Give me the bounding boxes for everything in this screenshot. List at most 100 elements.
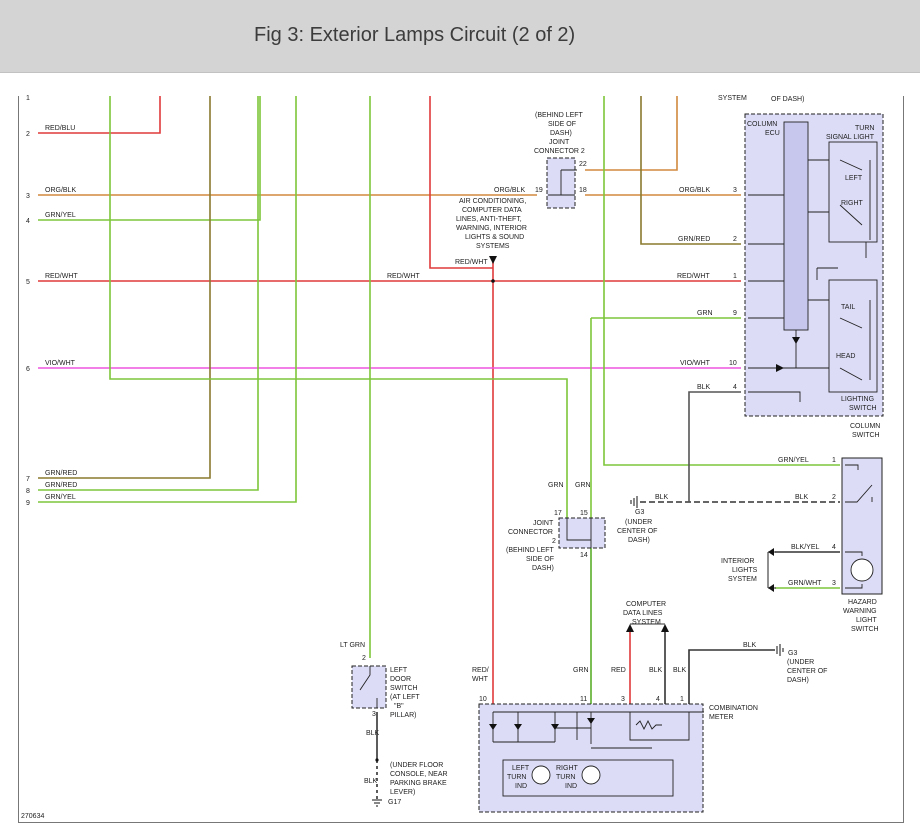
wire-org-top bbox=[585, 96, 678, 171]
lighting-2: SWITCH bbox=[849, 405, 877, 412]
hazard-name-4: SWITCH bbox=[851, 626, 879, 633]
wire-grn-110 bbox=[109, 96, 568, 518]
col-ecu-2: ECU bbox=[765, 130, 780, 137]
col-pin-3: 3 bbox=[733, 187, 737, 194]
turn-signal-1: TURN bbox=[855, 125, 874, 132]
left-pin-8: 8 bbox=[26, 488, 30, 495]
wire-blk-col4 bbox=[688, 391, 741, 502]
label-grn-yel-hz: GRN/YEL bbox=[778, 457, 809, 464]
g3b-loc-2: CENTER OF bbox=[787, 668, 827, 675]
g3a-loc-2: CENTER OF bbox=[617, 528, 657, 535]
door-name-1: LEFT bbox=[390, 667, 408, 674]
jc-pin-2: 2 bbox=[552, 538, 556, 545]
label-org-blk-1: ORG/BLK bbox=[45, 187, 76, 194]
label-grn-jc15: GRN bbox=[575, 482, 591, 489]
left-pin-5: 5 bbox=[26, 279, 30, 286]
label-grn-wht: GRN/WHT bbox=[788, 580, 822, 587]
hz-pin-4: 4 bbox=[832, 544, 836, 551]
data-arrow-icon bbox=[626, 624, 669, 632]
jc-name-1: JOINT bbox=[533, 520, 554, 527]
label-blk-meter4: BLK bbox=[649, 667, 663, 674]
door-name-5: "B" bbox=[394, 703, 404, 710]
label-red-blu: RED/BLU bbox=[45, 125, 75, 132]
door-name-2: DOOR bbox=[390, 676, 411, 683]
jc2-name-1: JOINT bbox=[549, 139, 570, 146]
jc2-loc-3: DASH) bbox=[550, 130, 572, 137]
col-switch-name-1: COLUMN bbox=[850, 423, 880, 430]
turn-signal-2: SIGNAL LIGHT bbox=[826, 134, 875, 141]
label-grn-yel-9: GRN/YEL bbox=[45, 494, 76, 501]
label-red-wht-1: RED/WHT bbox=[45, 273, 78, 280]
ground-g3-lower: G3 (UNDER CENTER OF DASH) bbox=[776, 644, 827, 684]
figure-title: Fig 3: Exterior Lamps Circuit (2 of 2) bbox=[254, 24, 576, 46]
wire-grn-red-7 bbox=[38, 96, 211, 479]
label-org-blk-3: ORG/BLK bbox=[679, 187, 710, 194]
hz-pin-2: 2 bbox=[832, 494, 836, 501]
label-grn-meter: GRN bbox=[573, 667, 589, 674]
left-pin-1: 1 bbox=[26, 95, 30, 102]
meter-pin-11: 11 bbox=[580, 696, 587, 703]
jc2-loc-1: (BEHIND LEFT bbox=[535, 112, 584, 119]
wire-blk-meter1 bbox=[688, 649, 775, 712]
label-org-blk-2: ORG/BLK bbox=[494, 187, 525, 194]
data-2: DATA LINES bbox=[623, 610, 663, 617]
joint-connector-2: (BEHIND LEFT SIDE OF DASH) JOINT CONNECT… bbox=[534, 112, 587, 209]
jc-pin-17: 17 bbox=[554, 510, 562, 517]
data-1: COMPUTER bbox=[626, 601, 666, 608]
joint-connector-box bbox=[558, 517, 606, 549]
diode-icon bbox=[776, 364, 784, 372]
wire-red-blu bbox=[38, 96, 161, 134]
ground-icon-2 bbox=[776, 644, 784, 656]
meter-name-2: METER bbox=[709, 714, 734, 721]
left-pin-7: 7 bbox=[26, 476, 30, 483]
label-red-wht-2: RED/WHT bbox=[387, 273, 420, 280]
left-ind-2: TURN bbox=[507, 774, 526, 781]
g17-loc-4: LEVER) bbox=[390, 789, 415, 796]
ac-systems-callout: AIR CONDITIONING, COMPUTER DATA LINES, A… bbox=[456, 198, 527, 283]
left-pin-6: 6 bbox=[26, 366, 30, 373]
ac-line-4: WARNING, INTERIOR bbox=[456, 225, 527, 232]
label-red-meter: RED bbox=[611, 667, 626, 674]
ground-icon-3 bbox=[372, 799, 382, 807]
label-blk-hz: BLK bbox=[795, 494, 809, 501]
g3b-loc-3: DASH) bbox=[787, 677, 809, 684]
jc-pin-15: 15 bbox=[580, 510, 588, 517]
label-top-cut-2: OF DASH) bbox=[771, 96, 804, 103]
meter-pin-4: 4 bbox=[656, 696, 660, 703]
label-blk-yel: BLK/YEL bbox=[791, 544, 820, 551]
diode-icon-2 bbox=[792, 337, 800, 344]
left-ind-1: LEFT bbox=[512, 765, 530, 772]
label-red-wht-4: RED/WHT bbox=[677, 273, 710, 280]
right-ind-3: IND bbox=[565, 783, 577, 790]
turn-signal-block bbox=[828, 141, 878, 243]
interior-1: INTERIOR bbox=[721, 558, 754, 565]
ac-line-6: SYSTEMS bbox=[476, 243, 510, 250]
left-pin-2: 2 bbox=[26, 131, 30, 138]
right-ind-1: RIGHT bbox=[556, 765, 579, 772]
ground-g17: (UNDER FLOOR CONSOLE, NEAR PARKING BRAKE… bbox=[372, 758, 448, 807]
jc-loc-3: DASH) bbox=[532, 565, 554, 572]
label-red-split-2: WHT bbox=[472, 676, 489, 683]
hazard-switch: HAZARD WARNING LIGHT SWITCH 1 2 4 3 bbox=[832, 457, 883, 633]
wire-grn-yel-4 bbox=[38, 96, 261, 221]
g3a-name: G3 bbox=[635, 509, 644, 516]
col-pin-2: 2 bbox=[733, 236, 737, 243]
g17-name: G17 bbox=[388, 799, 401, 806]
hazard-name-1: HAZARD bbox=[848, 599, 877, 606]
g17-loc-2: CONSOLE, NEAR bbox=[390, 771, 448, 778]
jc2-pin-19: 19 bbox=[535, 187, 543, 194]
hazard-name-3: LIGHT bbox=[856, 617, 877, 624]
right-turn-ind-icon bbox=[581, 765, 601, 785]
label-red-wht-3: RED/WHT bbox=[455, 259, 488, 266]
combination-meter: LEFT TURN IND RIGHT TURN IND COMBINATION… bbox=[478, 696, 758, 813]
wire-grn-yel-9 bbox=[38, 96, 297, 503]
door-pin-2: 2 bbox=[362, 655, 366, 662]
g17-loc-1: (UNDER FLOOR bbox=[390, 762, 443, 769]
col-pin-9: 9 bbox=[733, 310, 737, 317]
g3b-loc-1: (UNDER bbox=[787, 659, 814, 666]
lighting-1: LIGHTING bbox=[841, 396, 874, 403]
ac-line-1: AIR CONDITIONING, bbox=[459, 198, 526, 205]
data-3: SYSTEM bbox=[632, 619, 661, 626]
label-vio-wht-1: VIO/WHT bbox=[45, 360, 76, 367]
